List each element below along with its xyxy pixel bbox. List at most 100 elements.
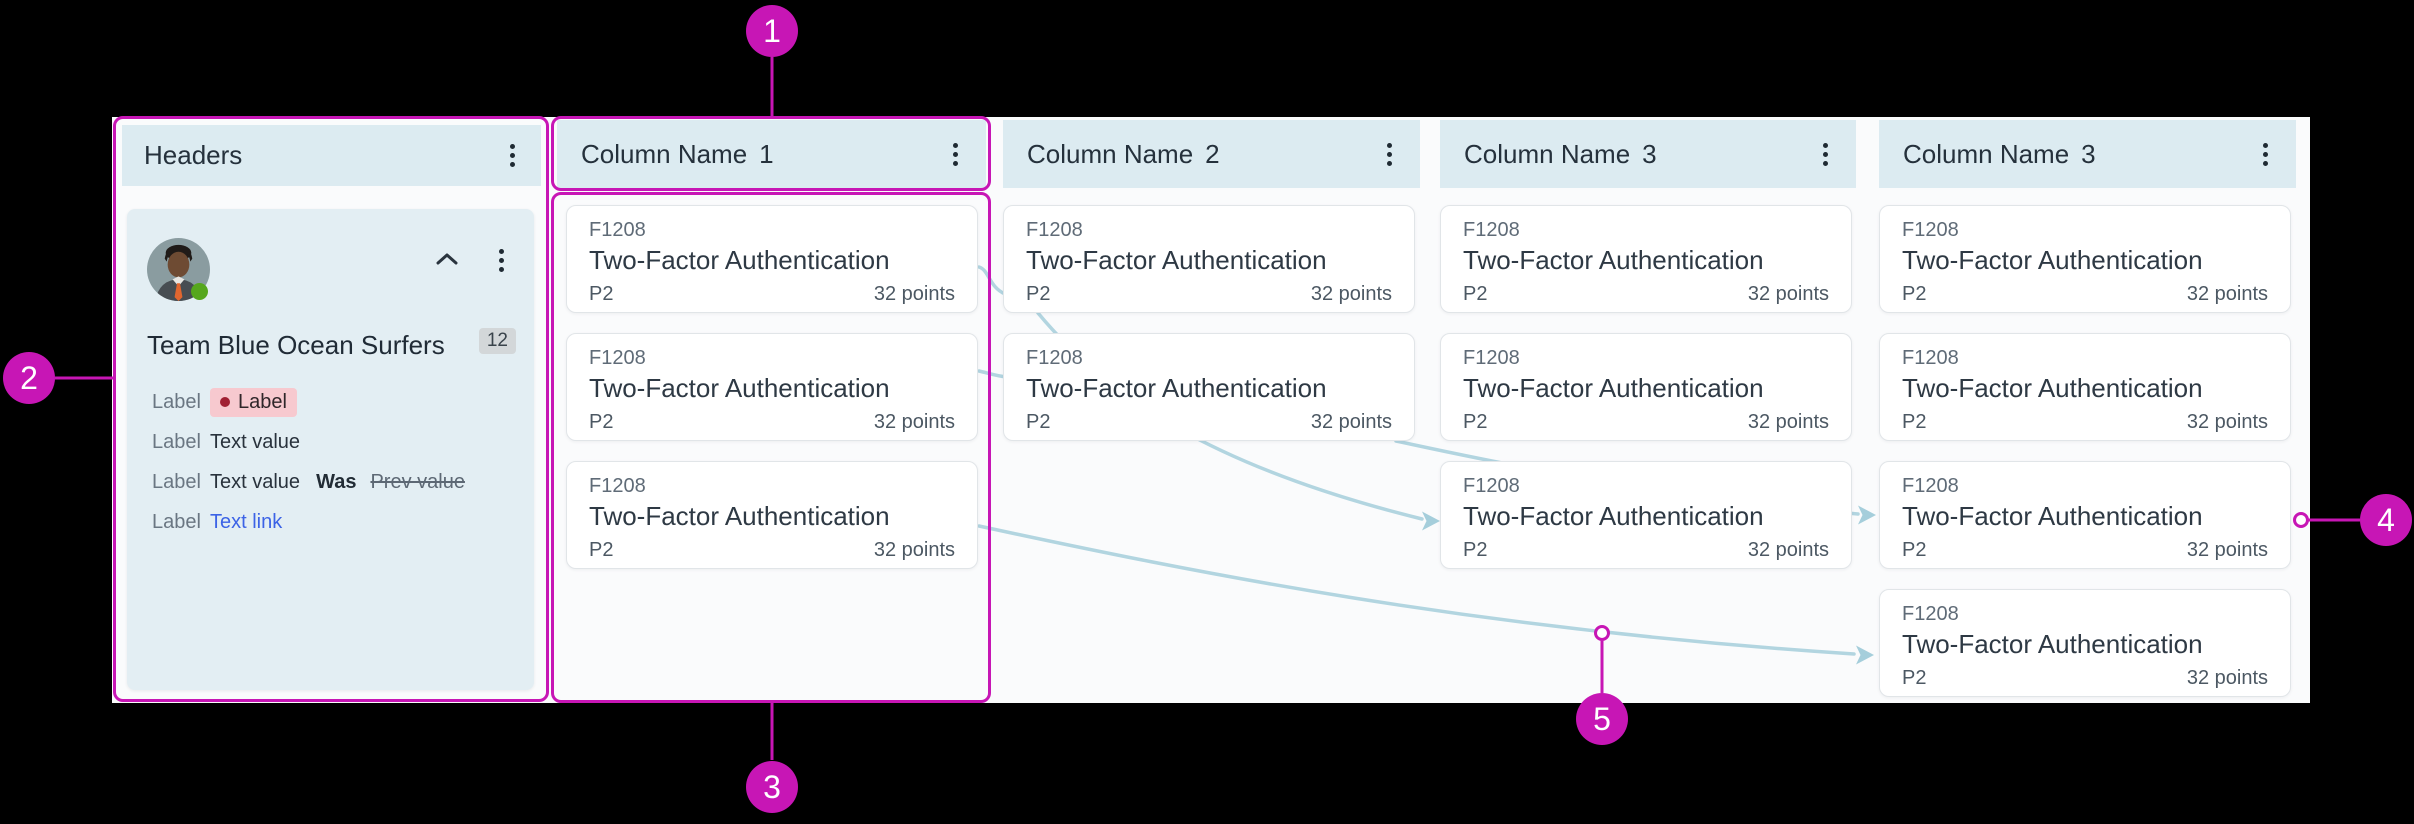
card-points: 32 points: [1310, 283, 1392, 305]
card-footer: P2 32 points: [1026, 283, 1392, 306]
status-badge: Label: [210, 387, 297, 417]
column-card-list: F1208 Two-Factor Authentication P2 32 po…: [1003, 205, 1415, 441]
column-card-list: F1208 Two-Factor Authentication P2 32 po…: [1440, 205, 1852, 569]
kebab-menu-icon[interactable]: [506, 140, 519, 171]
card-points: 32 points: [1747, 539, 1829, 561]
card-footer: P2 32 points: [1463, 411, 1829, 434]
card-footer: P2 32 points: [1902, 667, 2268, 690]
feature-card[interactable]: F1208 Two-Factor Authentication P2 32 po…: [1879, 333, 2291, 441]
feature-card[interactable]: F1208 Two-Factor Authentication P2 32 po…: [1879, 461, 2291, 569]
kebab-menu-icon[interactable]: [495, 245, 508, 276]
field-row-link: Label Text link: [152, 502, 516, 542]
card-priority: P2: [589, 283, 614, 305]
card-title: Two-Factor Authentication: [1463, 373, 1764, 403]
kebab-menu-icon[interactable]: [1819, 139, 1832, 170]
kebab-menu-icon[interactable]: [949, 139, 962, 170]
field-row-changed: Label Text value Was Prev value: [152, 462, 516, 502]
card-priority: P2: [589, 411, 614, 433]
text-link[interactable]: Text link: [210, 510, 283, 533]
card-title: Two-Factor Authentication: [1026, 245, 1327, 275]
field-row-badge: Label Label: [152, 382, 516, 422]
card-title: Two-Factor Authentication: [589, 501, 890, 531]
card-priority: P2: [589, 539, 614, 561]
card-points: 32 points: [2186, 283, 2268, 305]
card-id: F1208: [1463, 219, 1520, 241]
kanban-board: Headers Te: [112, 117, 2310, 703]
card-title: Two-Factor Authentication: [589, 373, 890, 403]
card-footer: P2 32 points: [1463, 539, 1829, 562]
badge-dot-icon: [220, 397, 230, 407]
card-footer: P2 32 points: [589, 283, 955, 306]
field-row-text: Label Text value: [152, 422, 516, 462]
card-id: F1208: [1902, 347, 1959, 369]
kebab-menu-icon[interactable]: [2259, 139, 2272, 170]
team-summary-card[interactable]: Team Blue Ocean Surfers 12 Label Label L…: [127, 209, 534, 690]
feature-card[interactable]: F1208 Two-Factor Authentication P2 32 po…: [1003, 205, 1415, 313]
card-title: Two-Factor Authentication: [1463, 501, 1764, 531]
team-field-list: Label Label Label Text value Label Text …: [152, 382, 516, 542]
card-points: 32 points: [1310, 411, 1392, 433]
card-id: F1208: [1026, 347, 1083, 369]
card-title: Two-Factor Authentication: [1902, 629, 2203, 659]
chevron-up-icon[interactable]: [436, 252, 458, 270]
field-label: Label: [152, 390, 201, 413]
arrowhead-col4card4: [1856, 645, 1874, 665]
card-footer: P2 32 points: [1902, 539, 2268, 562]
card-priority: P2: [1902, 283, 1927, 305]
card-points: 32 points: [2186, 539, 2268, 561]
feature-card[interactable]: F1208 Two-Factor Authentication P2 32 po…: [1879, 589, 2291, 697]
feature-card[interactable]: F1208 Two-Factor Authentication P2 32 po…: [1440, 461, 1852, 569]
card-id: F1208: [1902, 219, 1959, 241]
was-label: Was: [316, 470, 357, 493]
card-id: F1208: [589, 475, 646, 497]
card-id: F1208: [1902, 475, 1959, 497]
card-id: F1208: [589, 347, 646, 369]
team-name: Team Blue Ocean Surfers: [147, 330, 445, 360]
field-label: Label: [152, 470, 201, 493]
card-footer: P2 32 points: [1026, 411, 1392, 434]
annotation-marker-5: 5: [1576, 693, 1628, 745]
card-points: 32 points: [1747, 283, 1829, 305]
card-id: F1208: [1463, 475, 1520, 497]
card-id: F1208: [589, 219, 646, 241]
card-title: Two-Factor Authentication: [1026, 373, 1327, 403]
feature-card[interactable]: F1208 Two-Factor Authentication P2 32 po…: [566, 205, 978, 313]
card-footer: P2 32 points: [1902, 283, 2268, 306]
feature-card[interactable]: F1208 Two-Factor Authentication P2 32 po…: [1003, 333, 1415, 441]
field-label: Label: [152, 510, 201, 533]
arrowhead-col4card3: [1858, 505, 1876, 525]
card-title: Two-Factor Authentication: [1902, 501, 2203, 531]
badge-text: Label: [238, 390, 287, 413]
card-id: F1208: [1026, 219, 1083, 241]
annotation-marker-1: 1: [746, 5, 798, 57]
column-card-list: F1208 Two-Factor Authentication P2 32 po…: [566, 205, 978, 569]
arrowhead-col3card3: [1422, 511, 1440, 531]
card-title: Two-Factor Authentication: [1902, 373, 2203, 403]
card-priority: P2: [1902, 667, 1927, 689]
feature-card[interactable]: F1208 Two-Factor Authentication P2 32 po…: [1440, 333, 1852, 441]
kebab-menu-icon[interactable]: [1383, 139, 1396, 170]
card-priority: P2: [1463, 539, 1488, 561]
feature-card[interactable]: F1208 Two-Factor Authentication P2 32 po…: [566, 333, 978, 441]
card-footer: P2 32 points: [1902, 411, 2268, 434]
card-points: 32 points: [1747, 411, 1829, 433]
card-footer: P2 32 points: [589, 539, 955, 562]
feature-card[interactable]: F1208 Two-Factor Authentication P2 32 po…: [1879, 205, 2291, 313]
card-priority: P2: [1026, 411, 1051, 433]
previous-value: Prev value: [370, 470, 465, 493]
annotation-marker-2: 2: [3, 352, 55, 404]
card-title: Two-Factor Authentication: [589, 245, 890, 275]
feature-card[interactable]: F1208 Two-Factor Authentication P2 32 po…: [1440, 205, 1852, 313]
card-priority: P2: [1902, 411, 1927, 433]
feature-card[interactable]: F1208 Two-Factor Authentication P2 32 po…: [566, 461, 978, 569]
